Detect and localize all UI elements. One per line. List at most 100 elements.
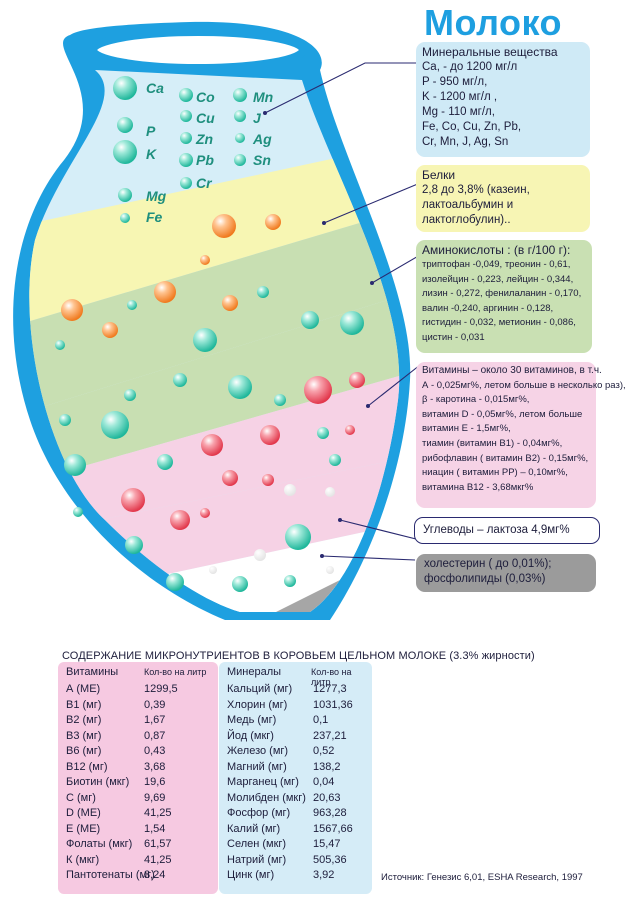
- row-name: Хлорин (мг): [227, 698, 288, 711]
- bubble: [102, 322, 118, 338]
- bubble: [59, 414, 71, 426]
- bubble: [118, 188, 132, 202]
- table-row: D (МЕ)41,25: [66, 806, 218, 822]
- row-name: В12 (мг): [66, 760, 108, 773]
- vitamins-line: β - каротина - 0,015мг%,: [422, 394, 530, 406]
- amino-line: цистин - 0,031: [422, 331, 485, 343]
- vitamins-table-col-name: Витамины: [66, 666, 119, 678]
- row-name: Кальций (мг): [227, 683, 293, 695]
- minerals-box-title: Минеральные вещества: [422, 45, 558, 59]
- row-name: Медь (мг): [227, 714, 277, 726]
- table-row: В6 (мг)0,43: [66, 744, 218, 760]
- minerals-box: Минеральные вещества Ca, - до 1200 мг/л …: [416, 42, 590, 157]
- bubble: [64, 454, 86, 476]
- vitamins-line: витамин D - 0,05мг%, летом больше: [422, 408, 583, 420]
- bubble: [55, 340, 65, 350]
- table-row: В1 (мг)0,39: [66, 698, 218, 714]
- bubble: [222, 470, 238, 486]
- amino-line: триптофан -0,049, треонин - 0,61,: [422, 259, 571, 270]
- row-value: 0,52: [313, 745, 335, 757]
- row-value: 20,63: [313, 791, 341, 804]
- bubble: [101, 411, 129, 439]
- amino-line: валин -0,240, аргинин - 0,128,: [422, 302, 554, 314]
- carbs-text: Углеводы – лактоза 4,9мг%: [423, 524, 570, 536]
- row-name: А (МЕ): [66, 683, 101, 695]
- table-row: Биотин (мкг)19,6: [66, 775, 218, 791]
- row-name: Магний (мг): [227, 760, 287, 773]
- table-row: Калий (мг)1567,66: [227, 822, 372, 838]
- row-name: К (мкг): [66, 853, 100, 866]
- row-name: Биотин (мкг): [66, 776, 130, 788]
- bubble: [120, 213, 130, 223]
- source-note: Источник: Генезис 6,01, ESHA Research, 1…: [381, 872, 583, 883]
- element-label-j: J: [253, 110, 261, 126]
- table-row: Е (МЕ)1,54: [66, 822, 218, 838]
- bubble: [73, 507, 83, 517]
- table-row: Фолаты (мкг)61,57: [66, 837, 218, 853]
- bubble: [179, 88, 193, 102]
- bubble: [325, 487, 335, 497]
- milk-jug-diagram: [13, 21, 580, 621]
- bubble: [284, 575, 296, 587]
- fats-line: фосфолипиды (0,03%): [424, 573, 546, 585]
- table-row: К (мкг)41,25: [66, 853, 218, 869]
- table-row: Железо (мг)0,52: [227, 744, 372, 760]
- bubble: [124, 389, 136, 401]
- minerals-table-col-amount: Кол-во на литр: [311, 667, 352, 687]
- bubble: [234, 154, 246, 166]
- table-row: Селен (мкг) 15,47: [227, 837, 372, 853]
- row-value: 1567,66: [313, 822, 353, 835]
- amino-box-title: Аминокислоты : (в г/100 г):: [422, 243, 571, 257]
- bubble: [166, 573, 184, 591]
- row-value: 963,28: [313, 807, 347, 819]
- bubble: [262, 474, 274, 486]
- bubble: [228, 375, 252, 399]
- row-value: 3,92: [313, 869, 335, 881]
- row-value: 138,2: [313, 760, 341, 773]
- element-label-ca: Ca: [146, 80, 164, 96]
- bubble: [157, 454, 173, 470]
- bubble: [304, 376, 332, 404]
- vitamins-line: ниацин ( витамин РР) – 0,10мг%,: [422, 467, 568, 479]
- row-name: В6 (мг): [66, 745, 102, 757]
- bubble: [200, 255, 210, 265]
- row-name: D (МЕ): [66, 807, 101, 819]
- bubble: [235, 133, 245, 143]
- bubble: [179, 153, 193, 167]
- vitamins-table-col-amount: Кол-во на литр: [144, 667, 207, 677]
- row-value: 15,47: [313, 838, 341, 850]
- bubble: [121, 488, 145, 512]
- vitamins-line: витамин Е - 1,5мг%,: [422, 423, 511, 435]
- row-value: 9,69: [144, 791, 166, 804]
- row-name: Цинк (мг): [227, 869, 275, 881]
- table-row: Хлорин (мг)1031,36: [227, 698, 372, 714]
- table-row: Магний (мг) 138,2: [227, 760, 372, 776]
- vitamins-box: Витамины – около 30 витаминов, в т.ч. А …: [416, 362, 626, 508]
- element-label-p: P: [146, 123, 156, 139]
- row-name: Пантотенаты (мг): [66, 869, 155, 881]
- table-row: С (мг) 9,69: [66, 791, 218, 807]
- bubble: [201, 434, 223, 456]
- amino-line: изолейцин - 0,223, лейцин - 0,344,: [422, 273, 574, 285]
- row-name: С (мг): [66, 791, 96, 804]
- element-label-cu: Cu: [196, 110, 215, 126]
- vitamins-line: рибофлавин ( витамин В2) - 0,15мг%,: [422, 452, 589, 464]
- element-label-co: Co: [196, 89, 215, 105]
- vitamins-line: витамина В12 - 3,68мкг%: [422, 481, 534, 493]
- minerals-table-header: Минералы Кол-во на литр: [227, 666, 372, 687]
- proteins-line: 2,8 до 3,8% (казеин,: [422, 184, 530, 196]
- bubble: [180, 110, 192, 122]
- row-value: 1,54: [144, 822, 166, 835]
- row-name: Фолаты (мкг): [66, 838, 133, 850]
- page-title: Молоко: [424, 2, 562, 43]
- row-name: Селен (мкг): [227, 838, 287, 850]
- bubble: [154, 281, 176, 303]
- table-row: Медь (мг)0,1: [227, 713, 372, 729]
- table-row: Кальций (мг)1277,3: [227, 682, 372, 698]
- minerals-line: Ca, - до 1200 мг/л: [422, 61, 518, 73]
- bubble: [234, 110, 246, 122]
- vitamins-box-title: Витамины – около 30 витаминов, в т.ч.: [422, 365, 602, 376]
- minerals-line: K - 1200 мг/л ,: [422, 91, 498, 103]
- bubble: [285, 524, 311, 550]
